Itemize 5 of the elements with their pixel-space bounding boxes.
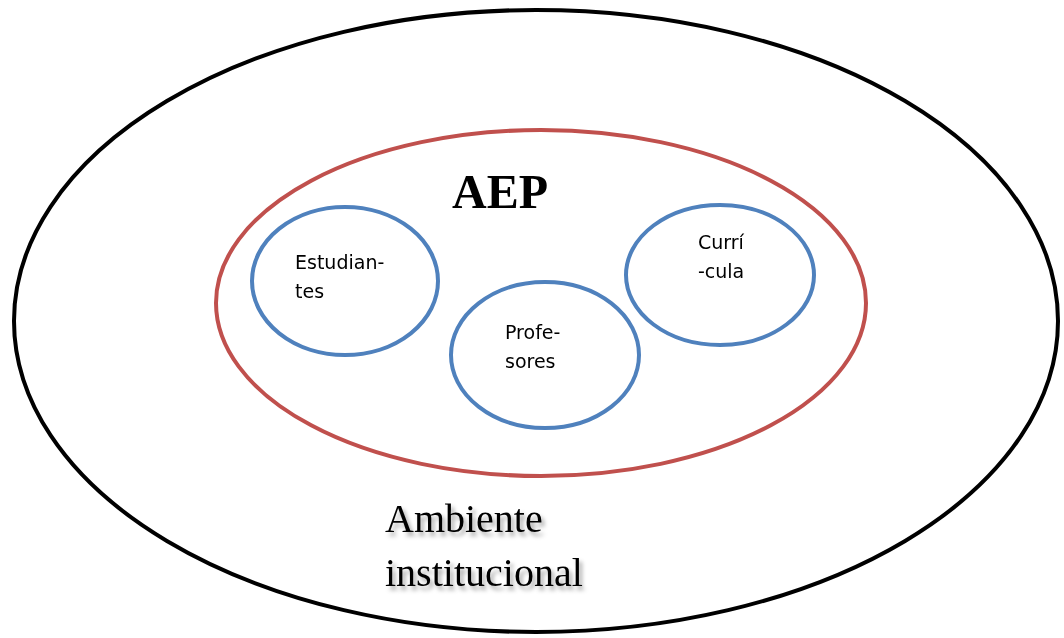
circle-label: Profe- sores [505, 320, 562, 375]
circle-label: Estudian- tes [295, 250, 386, 305]
group-title: AEP [451, 166, 549, 219]
context-label: Ambiente institucional [385, 495, 584, 597]
circle-label: Currí -cula [698, 230, 746, 285]
